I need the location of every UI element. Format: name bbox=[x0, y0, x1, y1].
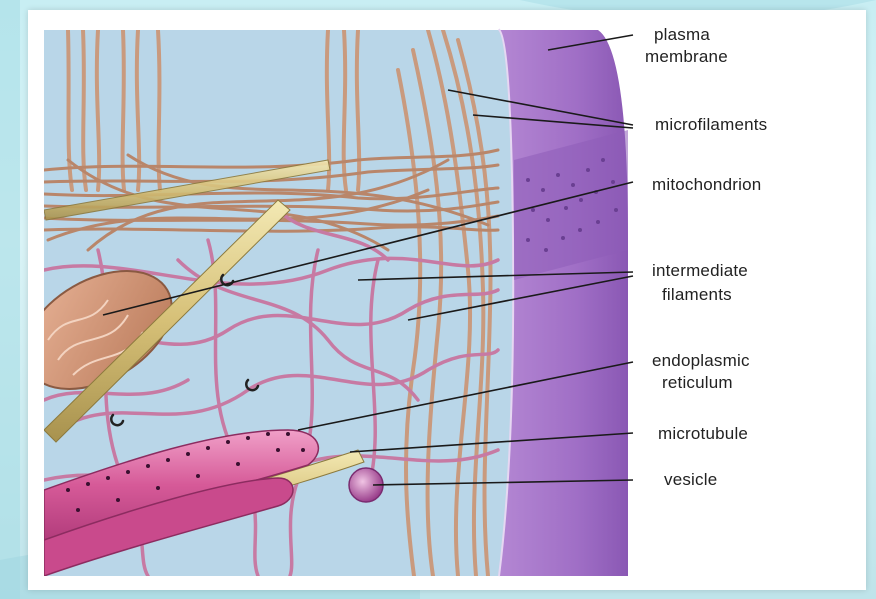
figure-panel: plasma membrane microfilaments mitochond… bbox=[28, 10, 866, 590]
label-endoplasmic-reticulum-line2: reticulum bbox=[662, 372, 733, 393]
label-plasma-membrane-line1: plasma bbox=[654, 24, 710, 45]
cytoskeleton-illustration bbox=[28, 10, 866, 590]
label-endoplasmic-reticulum-line1: endoplasmic bbox=[652, 350, 750, 371]
label-mitochondrion: mitochondrion bbox=[652, 174, 761, 195]
label-intermediate-filaments-line1: intermediate bbox=[652, 260, 748, 281]
label-intermediate-filaments-line2: filaments bbox=[662, 284, 732, 305]
label-vesicle: vesicle bbox=[664, 469, 717, 490]
label-plasma-membrane-line2: membrane bbox=[645, 46, 728, 67]
label-microtubule: microtubule bbox=[658, 423, 748, 444]
label-microfilaments: microfilaments bbox=[655, 114, 767, 135]
